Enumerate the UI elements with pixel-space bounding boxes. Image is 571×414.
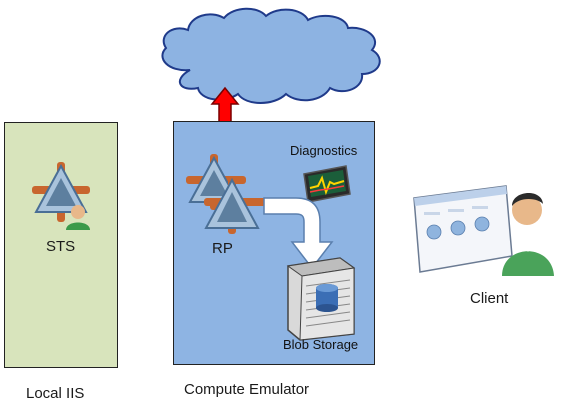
rp-label: RP [212,240,233,257]
local-iis-label: Local IIS [26,385,85,402]
diagnostics-label: Diagnostics [290,143,358,158]
compute-emulator-label: Compute Emulator [184,381,310,398]
server-storage-icon [286,257,356,341]
monitor-chart-icon [303,165,351,203]
client-window-user-icon [413,185,554,276]
service-cluster-icon [186,154,266,234]
client-label: Client [470,290,509,307]
cloud-icon [161,7,381,104]
white-flow-arrow [263,197,334,270]
blob-storage-label: Blob Storage [283,337,359,352]
service-user-icon [32,162,90,230]
sts-label: STS [46,238,76,255]
